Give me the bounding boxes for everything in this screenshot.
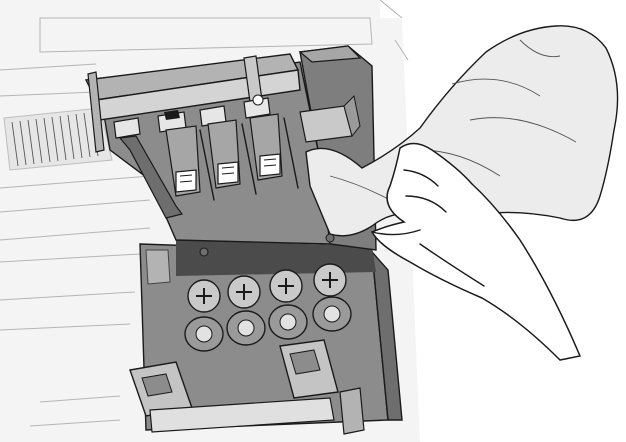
contact-screw (227, 275, 261, 309)
cartridge-slot (157, 110, 201, 197)
hand (370, 142, 582, 361)
cartridge-slot (243, 94, 283, 181)
latch-tab-right (279, 339, 339, 399)
contact-screw (269, 269, 303, 303)
cartridge-slot (199, 105, 241, 189)
cartridge-slot (113, 117, 184, 219)
carriage-contacts (184, 263, 352, 352)
contact-ring (268, 304, 308, 340)
contact-ring (184, 316, 224, 352)
cleaning-cloth (305, 25, 619, 237)
latch-tabs (129, 339, 365, 435)
latch-tab-left (129, 361, 193, 417)
contact-ring (226, 310, 266, 346)
contact-screw (187, 279, 221, 313)
vent-grille (3, 107, 113, 171)
cartridge-slots (113, 94, 335, 257)
contact-screw (313, 263, 347, 297)
contact-ring (312, 296, 352, 332)
